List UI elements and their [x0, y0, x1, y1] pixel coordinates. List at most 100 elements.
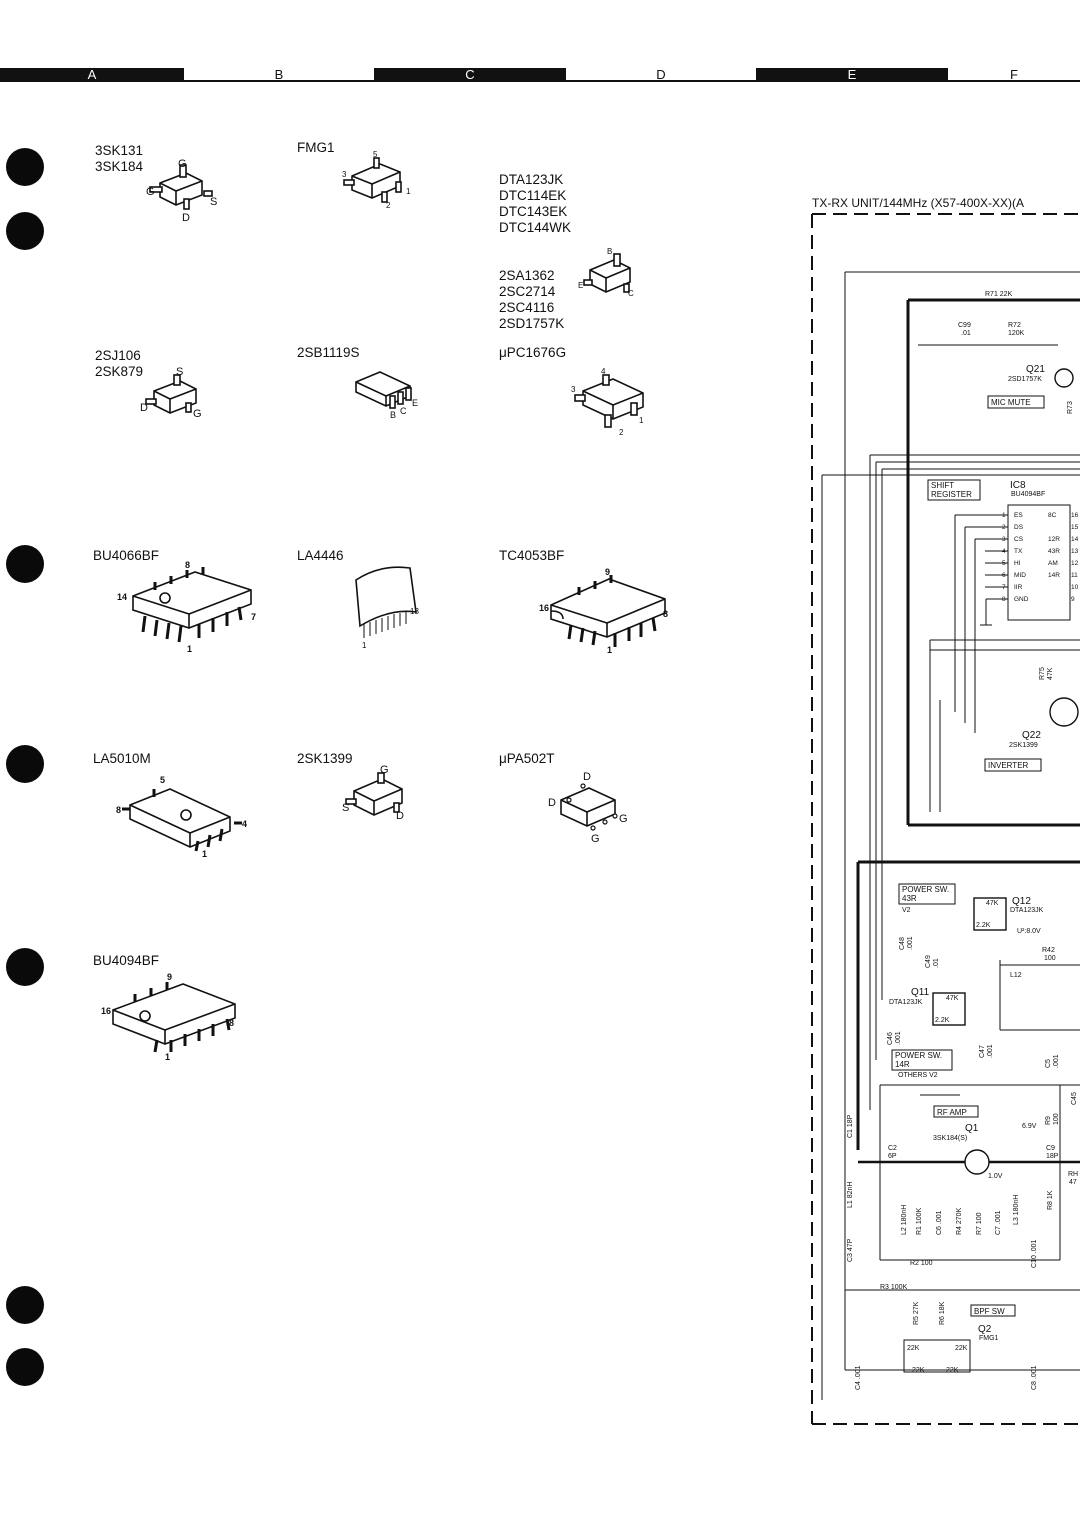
- ic8-pin-name: 12R: [1048, 536, 1060, 543]
- pin-label: 1: [187, 644, 192, 654]
- ic8-pin-number: 14: [1071, 536, 1079, 543]
- label-r72: R72: [1008, 322, 1021, 329]
- pin-label: S: [210, 196, 217, 208]
- label-c49: C49: [925, 955, 932, 968]
- pin-label: 7: [251, 612, 256, 622]
- label-c9: C9: [1046, 1145, 1055, 1152]
- pin-label: 2: [386, 201, 391, 210]
- pin-label: 13: [410, 607, 419, 616]
- label-l3: L3 180nH: [1013, 1195, 1020, 1225]
- ic8-pin-name: AM: [1048, 560, 1058, 567]
- pin-label: C: [628, 289, 634, 298]
- label-43r: 43R: [902, 894, 917, 903]
- pin-label: 1: [639, 416, 644, 425]
- column-c: C: [374, 68, 566, 82]
- pin-label: S: [342, 802, 349, 814]
- value-c48: .001: [907, 936, 914, 950]
- column-e: E: [756, 68, 948, 82]
- label-c7: C7 .001: [995, 1210, 1002, 1235]
- label-c3: C3 47P: [847, 1238, 854, 1262]
- label-r3: R3 100K: [880, 1284, 908, 1291]
- pin-label: 3: [342, 170, 347, 179]
- pin-label: 8: [185, 560, 190, 570]
- label-c1: C1 18P: [847, 1114, 854, 1138]
- ic8-pin-name: 8C: [1048, 512, 1057, 519]
- package-2sb1119s-drawing: B C E: [355, 371, 418, 420]
- value-c9: 18P: [1046, 1153, 1059, 1160]
- punch-hole: [6, 1348, 44, 1386]
- label-rh: RH: [1068, 1171, 1078, 1178]
- label-r7: R7 100: [976, 1212, 983, 1235]
- package-2sj106-drawing: S D G: [140, 366, 202, 420]
- pin-label: D: [396, 810, 404, 822]
- pin-label: G: [591, 833, 600, 843]
- label-r42: R42: [1042, 947, 1055, 954]
- component-fmg1: FMG1: [297, 140, 335, 155]
- label-l1: L1 82nH: [847, 1182, 854, 1208]
- label-others: OTHERS V2: [898, 1072, 938, 1079]
- pin-label: G: [178, 158, 187, 170]
- label-r6: R6 18K: [939, 1301, 946, 1325]
- value-rh: 47: [1069, 1179, 1077, 1186]
- component-bu4094bf: BU4094BF: [93, 953, 160, 968]
- label-r73: R73: [1067, 401, 1074, 414]
- label-inverter: INVERTER: [988, 761, 1029, 770]
- label-v2: V2: [902, 907, 911, 914]
- package-3sk131-drawing: G G D S: [146, 158, 217, 224]
- component-tc4053bf: TC4053BF: [499, 548, 565, 563]
- package-bu4094bf-drawing: 9 16 8 1: [101, 972, 236, 1062]
- package-fmg1-drawing: 5 3 2 1: [342, 150, 411, 210]
- pin-label: 2: [619, 428, 624, 437]
- pin-label: G: [193, 408, 202, 420]
- column-b: B: [184, 68, 374, 82]
- pin-label: 1: [362, 641, 367, 650]
- label-q11: Q11: [911, 987, 930, 998]
- ic8-pin-name: TX: [1014, 548, 1023, 555]
- ic8-pin-number: 13: [1071, 548, 1079, 555]
- res-22k-b: 2.2K: [935, 1017, 950, 1024]
- pin-label: 1: [165, 1052, 170, 1062]
- pin-label: D: [548, 797, 556, 809]
- pin-label: 1: [202, 849, 207, 859]
- ic8-pin-number: 2: [1002, 524, 1006, 531]
- pin-label: 1: [406, 187, 411, 196]
- ic8-pin-number: 3: [1002, 536, 1006, 543]
- voltage-10v: 1.0V: [988, 1173, 1003, 1180]
- pin-label: D: [140, 402, 148, 414]
- part-q1: 3SK184(S): [933, 1135, 967, 1142]
- part-q11: DTA123JK: [889, 999, 923, 1006]
- ic8-pin-name: MID: [1014, 572, 1026, 579]
- res-22k-2: 22K: [955, 1345, 968, 1352]
- ic8-pin-name: DS: [1014, 524, 1024, 531]
- pin-label: D: [583, 771, 591, 783]
- label-c4: C4 .001: [855, 1365, 862, 1390]
- label-r71: R71 22K: [985, 291, 1013, 298]
- value-r9: 100: [1053, 1113, 1060, 1125]
- punch-hole: [6, 948, 44, 986]
- value-c49: .01: [933, 958, 940, 968]
- pin-label: 16: [539, 603, 549, 613]
- package-tc4053bf-drawing: 9 16 8 1: [539, 567, 668, 655]
- ic8-pin-number: 5: [1002, 560, 1006, 567]
- punch-hole: [6, 212, 44, 250]
- label-c45: C45: [1071, 1092, 1078, 1105]
- label-l12: L12: [1010, 972, 1022, 979]
- pin-label: B: [607, 247, 612, 256]
- part-q22: 2SK1399: [1009, 742, 1038, 749]
- pin-label: 5: [160, 775, 165, 785]
- component-la4446: LA4446: [297, 548, 344, 563]
- pin-label: G: [380, 765, 389, 776]
- label-r1: R1 100K: [916, 1207, 923, 1235]
- ic8-pin-number: 6: [1002, 572, 1006, 579]
- column-a: A: [0, 68, 184, 82]
- ic8-pin-number: 1: [1002, 512, 1006, 519]
- pin-label: 3: [571, 385, 576, 394]
- pin-label: 4: [601, 367, 606, 376]
- ic8-pin-number: 15: [1071, 524, 1079, 531]
- pin-label: C: [400, 406, 407, 416]
- label-c46: C46: [887, 1032, 894, 1045]
- label-c47: C47: [979, 1045, 986, 1058]
- column-d: D: [566, 68, 756, 82]
